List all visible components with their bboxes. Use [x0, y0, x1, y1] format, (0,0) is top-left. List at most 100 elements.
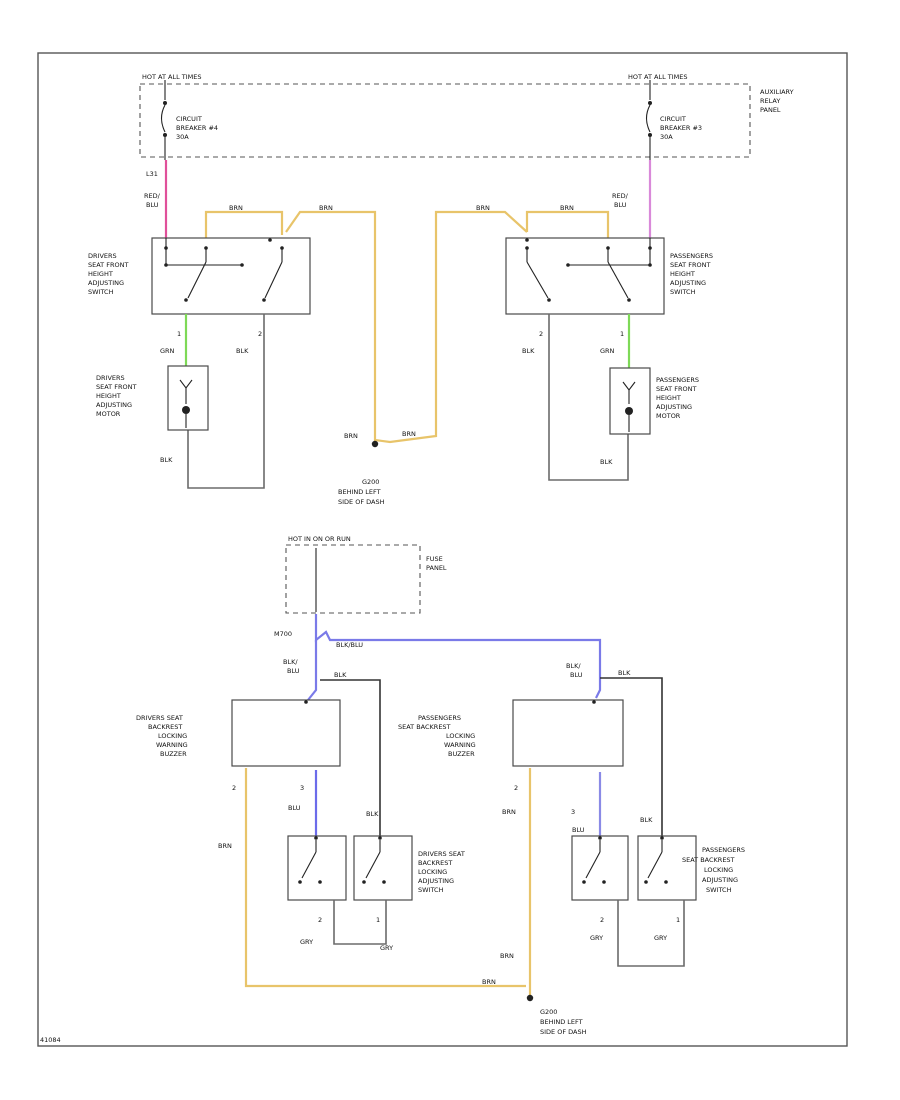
- drv-switch-line4: ADJUSTING: [88, 279, 124, 287]
- hot-in-on-or-run: HOT IN ON OR RUN: [288, 535, 351, 543]
- wire-brn-bottom-left: [244, 768, 526, 988]
- passengers-lock-switch-group: [571, 835, 697, 967]
- gry-left-1: GRY: [300, 938, 313, 946]
- pass-pin2: 2: [539, 330, 543, 338]
- wires-blk-blu: [307, 614, 602, 701]
- sw-right-pin2: 2: [600, 916, 604, 924]
- drv-lock-sw-line5: SWITCH: [418, 886, 444, 894]
- hot-at-all-times-left: HOT AT ALL TIMES: [142, 73, 202, 81]
- label-brn-a: BRN: [229, 204, 243, 212]
- cb-right-line3: 30A: [660, 133, 673, 141]
- sw-left-pin1: 1: [376, 916, 380, 924]
- cb-right-line2: BREAKER #3: [660, 124, 702, 132]
- brn-bottom-left: BRN: [482, 978, 496, 986]
- drv-motor-line5: MOTOR: [96, 410, 121, 418]
- pass-motor-line2: SEAT FRONT: [656, 385, 696, 393]
- ground-point-g200-top: [371, 440, 379, 448]
- drv-lock-sw-line2: BACKREST: [418, 859, 452, 867]
- label-red-blu-right-2: BLU: [614, 201, 627, 209]
- label-blk-blu-left-2: BLU: [287, 667, 300, 675]
- label-blk-blu-right-2: BLU: [570, 671, 583, 679]
- pass-switch-line3: HEIGHT: [670, 270, 695, 278]
- drv-buzzer-line1: DRIVERS SEAT: [136, 714, 183, 722]
- drv-buzzer-line5: BUZZER: [160, 750, 187, 758]
- drv-pin2: 2: [258, 330, 262, 338]
- pass-switch-line5: SWITCH: [670, 288, 696, 296]
- drv-lock-sw-line1: DRIVERS SEAT: [418, 850, 465, 858]
- pass-grn: GRN: [600, 347, 615, 355]
- drivers-motor-symbol: [179, 379, 193, 428]
- drv-motor-blk: BLK: [160, 456, 173, 464]
- label-red-blu-right-1: RED/: [612, 192, 629, 200]
- drivers-switch-contacts: [164, 238, 284, 302]
- pass-lock-sw-line3: LOCKING: [704, 866, 733, 874]
- pass-lock-sw-line1: PASSENGERS: [702, 846, 745, 854]
- buzzer-right-terminal: [592, 700, 596, 704]
- pass-lock-sw-line5: SWITCH: [706, 886, 732, 894]
- fuse-panel-line2: PANEL: [426, 564, 447, 572]
- circuit-breaker-right: [645, 80, 652, 160]
- pass-blk: BLK: [522, 347, 535, 355]
- drv-lock-sw-line4: ADJUSTING: [418, 877, 454, 885]
- drv-lock-sw-line3: LOCKING: [418, 868, 447, 876]
- drivers-front-height-switch-box: [151, 237, 311, 315]
- hot-at-all-times-right: HOT AT ALL TIMES: [628, 73, 688, 81]
- passengers-motor-symbol: [622, 381, 636, 432]
- label-blk-sw-left: BLK: [366, 810, 379, 818]
- buzzer-right-pin3: 3: [571, 808, 575, 816]
- label-l31: L31: [146, 170, 158, 178]
- fuse-panel-line1: FUSE: [426, 555, 443, 563]
- pass-buzzer-line2: SEAT BACKREST: [398, 723, 451, 731]
- label-blu-right: BLU: [572, 826, 585, 834]
- drv-motor-line1: DRIVERS: [96, 374, 125, 382]
- drv-buzzer-line4: WARNING: [156, 741, 188, 749]
- drv-motor-line4: ADJUSTING: [96, 401, 132, 409]
- pass-buzzer-line5: BUZZER: [448, 750, 475, 758]
- cb-right-line1: CIRCUIT: [660, 115, 686, 123]
- ground2-line2: BEHIND LEFT: [540, 1018, 583, 1026]
- passengers-switch-contacts: [525, 238, 652, 302]
- pass-buzzer-line3: LOCKING: [446, 732, 475, 740]
- label-blk-right: BLK: [618, 669, 631, 677]
- cb-left-line1: CIRCUIT: [176, 115, 202, 123]
- pass-switch-line2: SEAT FRONT: [670, 261, 710, 269]
- sw-right-pin1: 1: [676, 916, 680, 924]
- sw-left-pin2: 2: [318, 916, 322, 924]
- aux-relay-panel-box: [139, 83, 751, 158]
- drv-motor-line3: HEIGHT: [96, 392, 121, 400]
- label-blk-left: BLK: [334, 671, 347, 679]
- passengers-front-height-switch-box: [505, 237, 665, 315]
- wire-blk-driver-lock: [320, 679, 381, 836]
- drv-buzzer-line3: LOCKING: [158, 732, 187, 740]
- pass-lock-sw-line4: ADJUSTING: [702, 876, 738, 884]
- label-red-blu-left-2: BLU: [146, 201, 159, 209]
- label-blk-blu-right-1: BLK/: [566, 662, 581, 670]
- drv-buzzer-line2: BACKREST: [148, 723, 182, 731]
- drivers-lock-switch-group: [287, 835, 413, 945]
- label-brn-buzzer-left: BRN: [218, 842, 232, 850]
- label-brn-c: BRN: [476, 204, 490, 212]
- ground2-line3: SIDE OF DASH: [540, 1028, 587, 1036]
- ground1-line3: SIDE OF DASH: [338, 498, 385, 506]
- buzzer-left-pin3: 3: [300, 784, 304, 792]
- pass-motor-line1: PASSENGERS: [656, 376, 699, 384]
- gry-right-2: GRY: [654, 934, 667, 942]
- drv-pin1: 1: [177, 330, 181, 338]
- pass-motor-line5: MOTOR: [656, 412, 681, 420]
- gry-left-2: GRY: [380, 944, 393, 952]
- aux-relay-panel-line2: RELAY: [760, 97, 780, 105]
- pass-buzzer-line4: WARNING: [444, 741, 476, 749]
- pass-lock-sw-line2: SEAT BACKREST: [682, 856, 735, 864]
- pass-switch-line1: PASSENGERS: [670, 252, 713, 260]
- label-brn-buzzer-right: BRN: [502, 808, 516, 816]
- pass-pin1: 1: [620, 330, 624, 338]
- brn-bottom-right: BRN: [500, 952, 514, 960]
- label-blk-blu-top: BLK/BLU: [336, 641, 363, 649]
- wire-blk-driver: [187, 314, 265, 489]
- drv-blk: BLK: [236, 347, 249, 355]
- drv-switch-line2: SEAT FRONT: [88, 261, 128, 269]
- aux-relay-panel-line1: AUXILIARY: [760, 88, 794, 96]
- fuse-panel-box: [285, 544, 421, 614]
- footer-code: 41084: [40, 1036, 61, 1044]
